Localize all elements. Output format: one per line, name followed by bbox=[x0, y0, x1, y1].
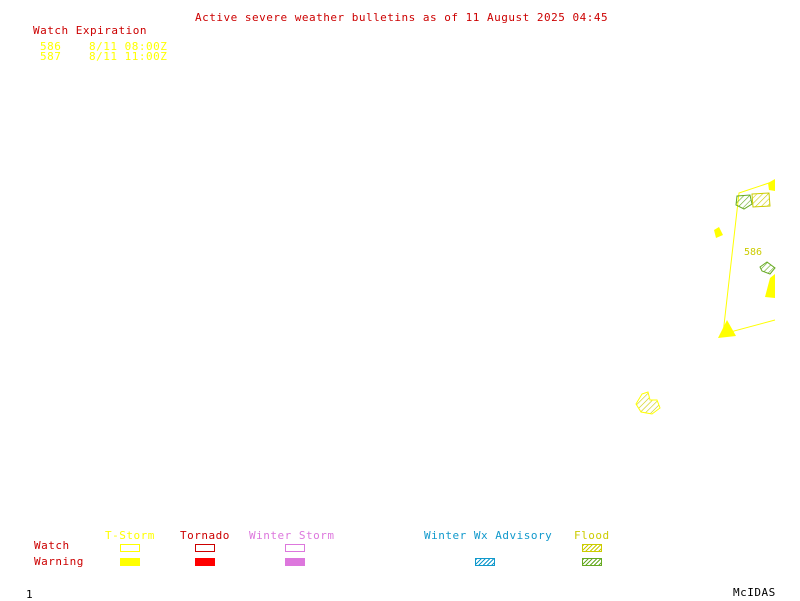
tstorm-warning-area bbox=[765, 274, 775, 298]
watch-time: 8/11 11:00Z bbox=[89, 50, 168, 63]
watch-id: 587 bbox=[40, 50, 62, 63]
legend-winter-advisory-warning-swatch bbox=[475, 558, 495, 566]
flood-warning-area bbox=[759, 261, 776, 275]
tstorm-warning-area bbox=[718, 320, 736, 338]
tstorm-watch-area bbox=[635, 391, 661, 415]
legend-flood-label: Flood bbox=[574, 529, 610, 542]
watch-id: 586 bbox=[40, 40, 62, 53]
watch-time: 8/11 08:00Z bbox=[89, 40, 168, 53]
legend-tstorm-warning-swatch bbox=[120, 558, 140, 566]
frame-number: 1 bbox=[26, 588, 34, 601]
legend-warning-label: Warning bbox=[34, 555, 84, 568]
legend-tstorm-watch-swatch bbox=[120, 544, 140, 552]
legend-flood-watch-swatch bbox=[582, 544, 602, 552]
flood-watch-area bbox=[751, 192, 771, 208]
legend-winter-advisory-label: Winter Wx Advisory bbox=[424, 529, 553, 542]
legend-winter-storm-watch-swatch bbox=[285, 544, 305, 552]
legend-watch-label: Watch bbox=[34, 539, 70, 552]
mcidas-brand: McIDAS bbox=[733, 586, 776, 599]
watch-number-label: 586 bbox=[744, 247, 762, 258]
watch-expiration-heading: Watch Expiration bbox=[33, 24, 147, 37]
watch-polygon-outline bbox=[722, 180, 776, 335]
legend-tornado-label: Tornado bbox=[180, 529, 230, 542]
legend-flood-warning-swatch bbox=[582, 558, 602, 566]
legend-winter-storm-warning-swatch bbox=[285, 558, 305, 566]
tstorm-warning-area bbox=[714, 227, 723, 238]
tstorm-warning-area bbox=[768, 179, 775, 191]
flood-warning-area bbox=[735, 194, 753, 210]
legend-winter-storm-label: Winter Storm bbox=[249, 529, 335, 542]
legend-tstorm-label: T-Storm bbox=[105, 529, 155, 542]
legend-tornado-watch-swatch bbox=[195, 544, 215, 552]
legend-tornado-warning-swatch bbox=[195, 558, 215, 566]
bulletin-title: Active severe weather bulletins as of 11… bbox=[195, 11, 609, 24]
